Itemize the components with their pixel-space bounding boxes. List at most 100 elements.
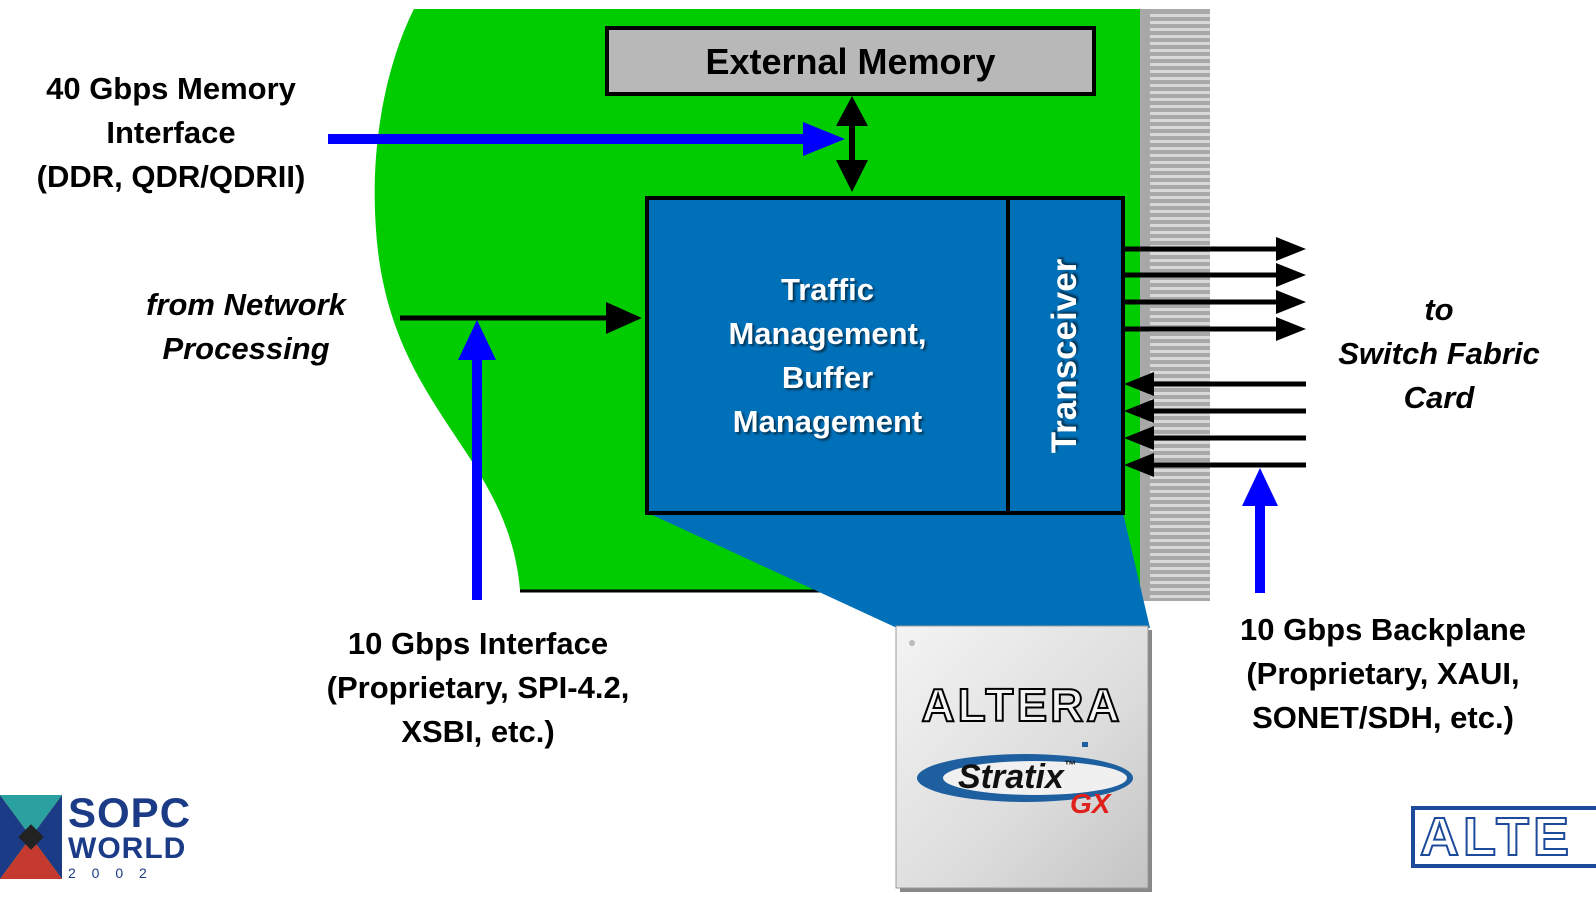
incoming-serial-arrows [1124,372,1306,477]
connector-pin [1150,210,1210,213]
connector-pin [1150,574,1210,577]
connector-pin [1150,21,1210,24]
to-switch-fabric-label: to Switch Fabric Card [1338,292,1540,415]
connector-pin [1150,546,1210,549]
altera-corner-logo-frame [1411,806,1596,868]
connector-pin [1150,266,1210,269]
connector-pin [1150,280,1210,283]
connector-pin [1150,63,1210,66]
gbps-interface-label: 10 Gbps Interface (Proprietary, SPI-4.2,… [326,626,630,749]
connector-pin [1150,378,1210,381]
connector-pin [1150,294,1210,297]
transceiver-label: Transceiver [1045,258,1084,454]
memory-bidirectional-arrow [836,96,868,192]
chip-gx-wordmark: GX [1070,788,1111,819]
connector-pin [1150,490,1210,493]
traffic-management-label: Traffic Management, Buffer Management [728,272,927,439]
connector-pin [1150,392,1210,395]
connector-pin [1150,28,1210,31]
connector-pin [1150,98,1210,101]
connector-pin [1150,49,1210,52]
connector-pin [1150,119,1210,122]
connector-pin [1150,112,1210,115]
connector-pin [1150,252,1210,255]
connector-pin [1150,14,1210,17]
traffic-management-block [645,196,1010,515]
connector-pin [1150,217,1210,220]
connector-pin [1150,84,1210,87]
connector-pin [1150,539,1210,542]
connector-pin [1150,35,1210,38]
connector-pin [1150,581,1210,584]
connector-pin [1150,364,1210,367]
connector-pin [1150,497,1210,500]
connector-pin [1150,154,1210,157]
connector-pin [1150,476,1210,479]
network-input-arrow [400,302,642,334]
memory-interface-arrow [328,122,845,156]
chip-altera-wordmark: ALTERA [920,678,1123,732]
connector-pin [1150,399,1210,402]
connector-pin [1150,42,1210,45]
connector-pins [1150,14,1210,598]
outgoing-serial-arrows [1125,237,1306,341]
sopc-logo-text: SOPC WORLD 2 0 0 2 [68,789,192,881]
connector-pin [1150,343,1210,346]
connector-pin [1150,161,1210,164]
connector-pin [1150,420,1210,423]
connector-pin [1150,336,1210,339]
connector-pin [1150,231,1210,234]
connector-pin [1150,175,1210,178]
connector-pin [1150,448,1210,451]
external-memory-box [605,26,1096,96]
connector-pin [1150,196,1210,199]
gbps-interface-arrow [458,320,496,600]
connector-pin [1150,322,1210,325]
connector-pin [1150,371,1210,374]
connector-pin [1150,504,1210,507]
connector-pin [1150,133,1210,136]
connector-pin [1150,525,1210,528]
transceiver-block [1006,196,1125,515]
memory-interface-label: 40 Gbps Memory Interface (DDR, QDR/QDRII… [36,71,306,194]
connector-pin [1150,91,1210,94]
connector-pin [1150,203,1210,206]
connector-pin [1150,238,1210,241]
connector-pin [1150,259,1210,262]
connector-pin [1150,168,1210,171]
connector-pin [1150,427,1210,430]
connector-pin [1150,70,1210,73]
connector-pin [1150,56,1210,59]
connector-pin [1150,308,1210,311]
stratix-gx-chip [895,625,1152,892]
backplane-label: 10 Gbps Backplane (Proprietary, XAUI, SO… [1239,612,1526,735]
connector-pin [1150,469,1210,472]
connector-pin [1150,553,1210,556]
from-network-label: from Network Processing [146,287,346,366]
connector-pin [1150,441,1210,444]
connector-pin [1150,518,1210,521]
connector-pin [1150,532,1210,535]
connector-pin [1150,126,1210,129]
sopc-world-logo-mark [0,795,62,879]
connector-pin [1150,350,1210,353]
connector-pin [1150,105,1210,108]
connector-pin [1150,567,1210,570]
connector-pin [1150,77,1210,80]
connector-pin [1150,483,1210,486]
connector-pin [1150,511,1210,514]
connector-pin [1150,357,1210,360]
connector-pin [1150,413,1210,416]
altera-corner-logo: ALTE [1420,806,1573,868]
connector-pin [1150,560,1210,563]
zoom-funnel [648,513,1150,628]
connector-pin [1150,147,1210,150]
connector-pin [1150,595,1210,598]
connector-pin [1150,182,1210,185]
connector-pin [1150,588,1210,591]
connector-pin [1150,224,1210,227]
connector-pin [1150,455,1210,458]
external-memory-label: External Memory [705,41,996,82]
connector-pin [1150,287,1210,290]
